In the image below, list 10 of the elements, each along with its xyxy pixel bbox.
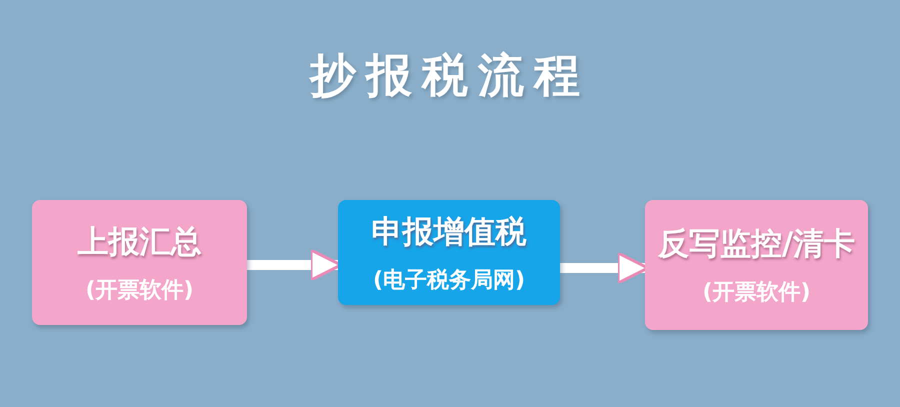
step-note: (电子税务局网) [372,266,526,294]
title: 抄报税流程 [308,47,591,104]
step-note: (开票软件) [85,276,194,304]
process-box [32,200,247,325]
process-box [645,200,868,330]
process-box [338,200,560,305]
step-note: (开票软件) [702,279,811,307]
step-title: 上报汇总 [78,222,202,262]
step-title: 申报增值税 [372,212,526,252]
step-title: 反写监控/清卡 [658,225,856,264]
